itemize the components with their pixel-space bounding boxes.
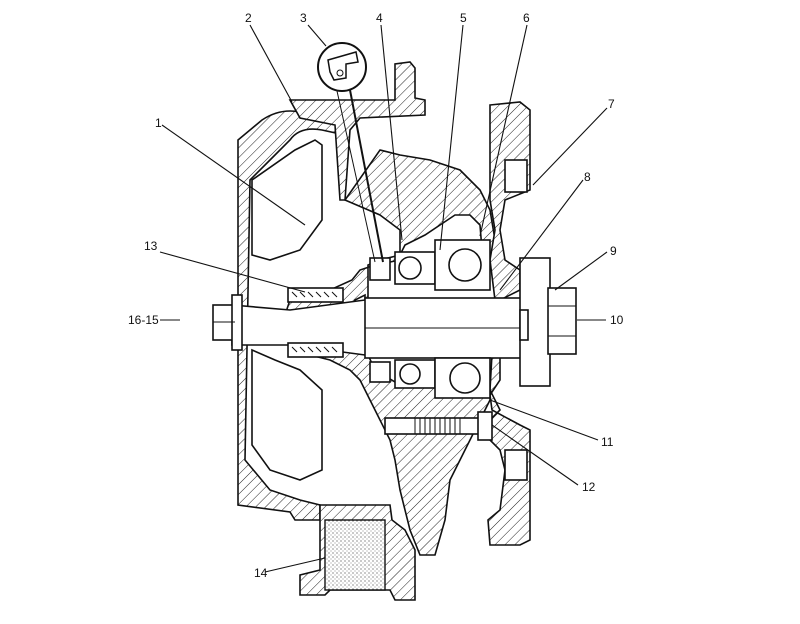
label-4: 4	[376, 11, 383, 25]
leader-9	[554, 251, 608, 291]
seal-detail-callout	[317, 42, 384, 263]
label-8: 8	[584, 170, 591, 184]
label-6: 6	[523, 11, 530, 25]
label-10: 10	[610, 313, 624, 327]
part-labels: 1 2 3 4 5 6 7 8 9 10 11 12 13 14 16-15	[128, 11, 624, 580]
inlet-housing	[299, 504, 416, 601]
label-13: 13	[144, 239, 158, 253]
outlet-flange	[288, 61, 426, 201]
impeller-housing	[237, 110, 347, 521]
leader-2	[249, 24, 293, 103]
label-14: 14	[254, 566, 268, 580]
seal	[287, 287, 344, 358]
leader-3	[307, 24, 327, 47]
label-3: 3	[300, 11, 307, 25]
leader-5	[439, 24, 464, 251]
leader-6	[479, 24, 528, 237]
leader-14	[264, 557, 326, 573]
label-1: 1	[155, 116, 162, 130]
leader-lines	[159, 24, 608, 573]
leader-1	[161, 124, 306, 226]
mounting-bolt	[384, 411, 493, 441]
label-16-15: 16-15	[128, 313, 159, 327]
leader-11	[489, 399, 599, 441]
label-2: 2	[245, 11, 252, 25]
leader-12	[491, 424, 579, 486]
label-5: 5	[460, 11, 467, 25]
leader-8	[499, 179, 584, 291]
label-9: 9	[610, 244, 617, 258]
label-12: 12	[582, 480, 596, 494]
leader-13	[159, 251, 306, 293]
leader-7	[532, 107, 608, 186]
bearings	[369, 239, 491, 399]
shaft	[231, 297, 526, 359]
pulley-hub	[487, 101, 531, 546]
label-11: 11	[601, 435, 614, 449]
label-7: 7	[608, 97, 615, 111]
pulley-flange	[519, 257, 577, 387]
impeller-nut	[212, 294, 243, 351]
leader-4	[380, 24, 403, 241]
